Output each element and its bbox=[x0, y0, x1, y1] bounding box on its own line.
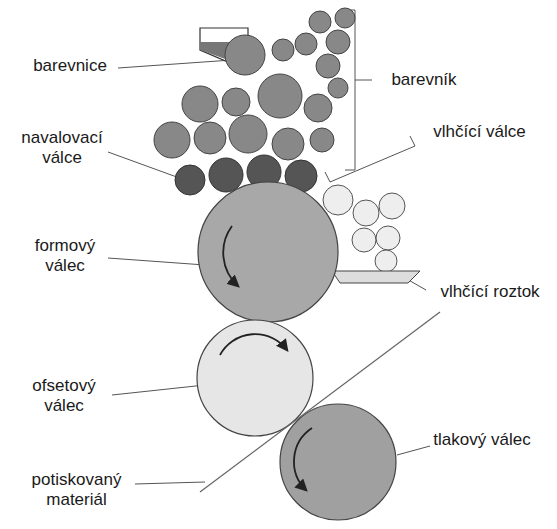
part-label: tlakový válec bbox=[432, 430, 532, 450]
part-label: barevník bbox=[374, 70, 474, 90]
part-label: potiskovaný materiál bbox=[14, 470, 139, 510]
substrate bbox=[200, 312, 440, 492]
rotation-arrows bbox=[220, 226, 312, 490]
part-label: vlhčící válce bbox=[412, 122, 547, 142]
part-label: barevnice bbox=[20, 56, 120, 76]
blanket-cylinder bbox=[197, 320, 313, 436]
part-label: ofsetový válec bbox=[14, 376, 114, 416]
leader-lines bbox=[108, 10, 430, 484]
part-label: vlhčící roztok bbox=[428, 282, 552, 302]
impression-cylinder bbox=[280, 404, 396, 520]
dampening-tray bbox=[332, 271, 420, 283]
ink-rollers bbox=[154, 8, 355, 160]
plate-cylinder bbox=[198, 182, 338, 322]
part-label: formový válec bbox=[20, 236, 110, 276]
part-label: navalovací válce bbox=[12, 128, 112, 168]
